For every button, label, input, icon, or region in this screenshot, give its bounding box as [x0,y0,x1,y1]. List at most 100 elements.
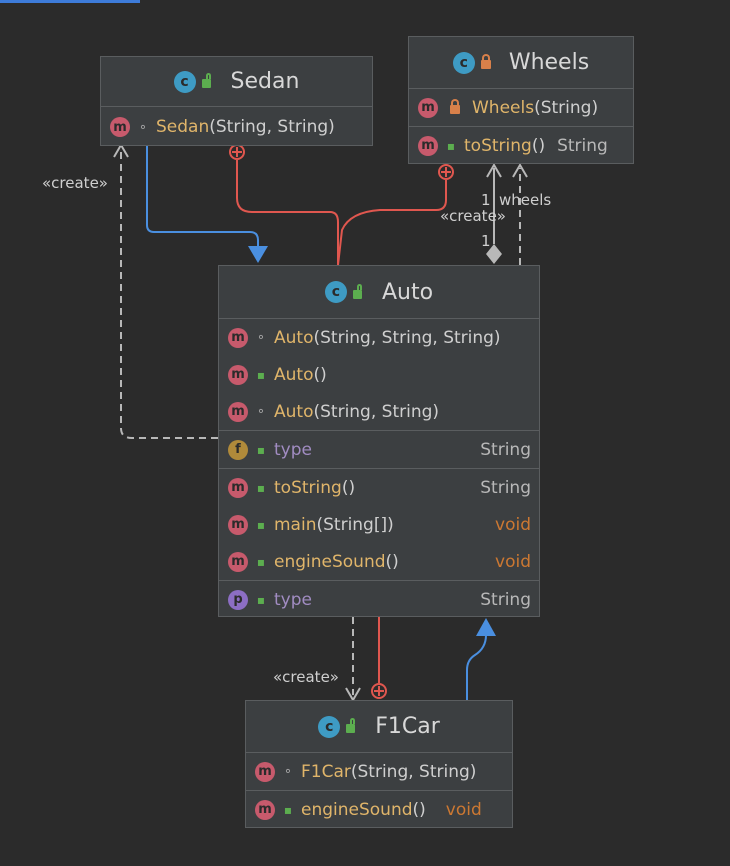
public-lock-icon: ▪ [283,802,293,817]
method-icon: m [228,477,248,498]
method-name: Auto [274,364,314,385]
method-icon: m [228,401,248,422]
method-icon: m [110,117,130,137]
return-type: String [480,477,531,498]
method-name: Wheels [472,97,535,118]
class-icon: c [173,70,196,93]
public-lock-icon: ▪ [446,138,456,153]
property-type: String [480,589,531,610]
class-f1car[interactable]: c F1Car m ∘ F1Car (String, String) m ▪ e… [245,700,513,828]
package-visibility-icon: ∘ [283,764,293,779]
method-name: main [274,514,317,535]
class-wheels-name: Wheels [508,50,590,75]
class-icon: c [452,51,475,74]
method-signature: () [313,364,327,385]
edge-f1car-extends-auto [466,632,487,700]
class-icon: c [318,715,341,738]
class-icon: c [324,281,347,303]
method-signature: (String[]) [316,514,394,535]
method-signature: () [385,551,399,572]
method-signature: (String, String) [209,117,335,137]
constructor-row[interactable]: m ∘ Auto (String, String, String) [219,319,539,356]
class-auto-header: c Auto [219,266,539,319]
class-sedan[interactable]: c Sedan m ∘ Sedan (String, String) [100,56,373,146]
class-wheels-header: c Wheels [409,37,633,89]
method-signature: (String, String) [313,401,440,422]
return-type: void [495,551,531,572]
property-icon: p [228,589,248,610]
field-icon: f [228,439,248,460]
class-f1car-name: F1Car [375,714,440,739]
field-row[interactable]: f ▪ type String [219,430,539,468]
constructor-row[interactable]: m ∘ F1Car (String, String) [246,753,512,790]
method-row[interactable]: m ▪ engineSound () void [246,790,512,828]
method-icon: m [228,364,248,385]
role-label-wheels: wheels [499,191,552,209]
create-label-f1car: «create» [273,668,339,686]
class-sedan-name: Sedan [230,69,300,94]
method-icon: m [255,799,275,820]
field-type: String [480,439,531,460]
method-row[interactable]: m ▪ toString () String [219,468,539,506]
static-method-icon: m [228,514,248,535]
method-row[interactable]: m ∘ Sedan (String, String) [101,107,372,147]
selection-indicator [0,0,140,3]
method-icon: m [418,97,438,118]
method-row[interactable]: m ▪ main (String[]) void [219,506,539,543]
method-signature: (String, String, String) [313,327,501,348]
method-icon: m [255,761,275,782]
field-name: type [274,439,312,460]
private-lock-icon [450,99,460,114]
public-lock-icon: ▪ [256,554,266,569]
method-name: F1Car [301,761,351,782]
class-wheels[interactable]: c Wheels m Wheels (String) m ▪ toString … [408,36,634,164]
edge-wheels-inner-auto [337,180,447,266]
public-lock-icon: ▪ [256,480,266,495]
method-name: Auto [274,401,314,422]
class-f1car-header: c F1Car [246,701,512,753]
return-type: void [445,799,482,820]
public-lock-icon [352,289,362,299]
class-auto[interactable]: c Auto m ∘ Auto (String, String, String)… [218,265,540,617]
property-name: type [274,589,312,610]
create-label-wheels: «create» [440,207,506,225]
method-row[interactable]: m ▪ engineSound () void [219,543,539,580]
method-row[interactable]: m ▪ toString () String [409,126,633,164]
edge-f1car-extends-auto-arrow [476,618,496,636]
method-name: Sedan [156,117,210,137]
edge-sedan-extends-auto [146,145,259,250]
method-signature: (String, String) [350,761,477,782]
multiplicity-top: 1 [481,191,491,209]
method-row[interactable]: m Wheels (String) [409,89,633,126]
constructor-row[interactable]: m ▪ Auto () [219,356,539,393]
method-signature: () [412,799,426,820]
return-type: void [495,514,531,535]
constructor-row[interactable]: m ∘ Auto (String, String) [219,393,539,430]
package-visibility-icon: ∘ [138,119,148,135]
public-lock-icon: ▪ [256,442,266,457]
class-auto-name: Auto [381,279,434,305]
edge-sedan-extends-auto-arrow [248,246,268,263]
class-sedan-header: c Sedan [101,57,372,107]
property-row[interactable]: p ▪ type String [219,580,539,618]
public-lock-icon: ▪ [256,592,266,607]
method-name: toString [274,477,342,498]
edge-auto-creates-sedan [120,150,218,439]
method-name: engineSound [301,799,413,820]
package-visibility-icon: ∘ [256,404,266,419]
method-name: toString [464,135,532,156]
method-icon: m [228,551,248,572]
edge-sedan-inner-auto [236,160,339,265]
public-lock-icon [346,724,356,733]
private-lock-icon [480,54,491,69]
method-icon: m [228,327,248,348]
method-signature: () [341,477,356,498]
method-name: engineSound [274,551,386,572]
method-icon: m [418,135,438,156]
return-type: String [557,135,608,156]
public-lock-icon [201,79,211,88]
create-label-sedan: «create» [42,174,108,192]
method-name: Auto [274,327,314,348]
